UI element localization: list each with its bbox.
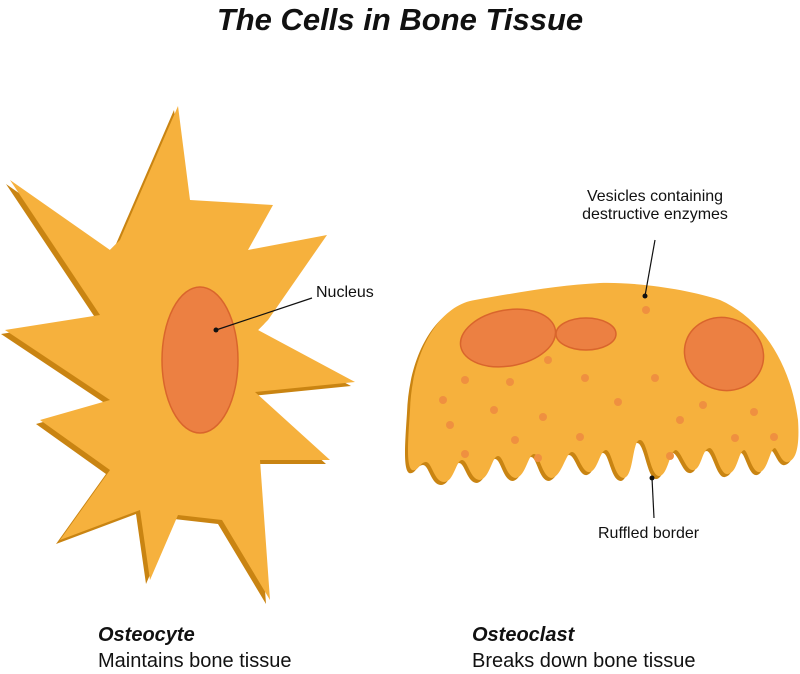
vesicle [651, 374, 659, 382]
vesicle [614, 398, 622, 406]
osteocyte-cell [1, 106, 355, 604]
osteocyte-name: Osteocyte [98, 624, 195, 646]
nucleus-label: Nucleus [316, 284, 374, 301]
vesicle [731, 434, 739, 442]
vesicles [439, 306, 778, 462]
ruffled-border-leader-dot [649, 475, 655, 481]
osteoclast-nucleus-2 [555, 317, 617, 351]
osteoclast-description: Breaks down bone tissue [472, 650, 696, 672]
vesicle [511, 436, 519, 444]
ruffled-border-label: Ruffled border [598, 525, 700, 542]
osteoclast-name: Osteoclast [472, 624, 575, 646]
vesicle [506, 378, 514, 386]
vesicle [544, 356, 552, 364]
osteoclast-nucleus-1 [459, 308, 557, 368]
vesicle [750, 408, 758, 416]
vesicle [534, 454, 542, 462]
vesicle [461, 450, 469, 458]
vesicle [539, 413, 547, 421]
vesicle [581, 374, 589, 382]
nucleus-leader-line [215, 297, 313, 331]
vesicles-leader-dot [642, 293, 648, 299]
vesicle [461, 376, 469, 384]
vesicles-label-line-2: destructive enzymes [582, 206, 728, 223]
ruffled-border-leader-line [651, 477, 655, 519]
osteocyte-description: Maintains bone tissue [98, 650, 292, 672]
vesicle [439, 396, 447, 404]
vesicle [642, 306, 650, 314]
vesicle [490, 406, 498, 414]
vesicles-leader-line [644, 239, 656, 297]
vesicle [666, 452, 674, 460]
vesicles-label-line-1: Vesicles containing [586, 188, 724, 205]
diagram-title: The Cells in Bone Tissue [216, 2, 584, 37]
osteoclast-cell [405, 282, 799, 485]
nucleus-leader-dot [213, 327, 219, 333]
osteocyte-nucleus [161, 286, 239, 434]
vesicle [770, 433, 778, 441]
vesicle [676, 416, 684, 424]
vesicle [446, 421, 454, 429]
osteoclast-nucleus-3 [683, 316, 765, 392]
vesicle [576, 433, 584, 441]
vesicle [699, 401, 707, 409]
vesicles-label: Vesicles containing destructive enzymes [550, 188, 760, 224]
